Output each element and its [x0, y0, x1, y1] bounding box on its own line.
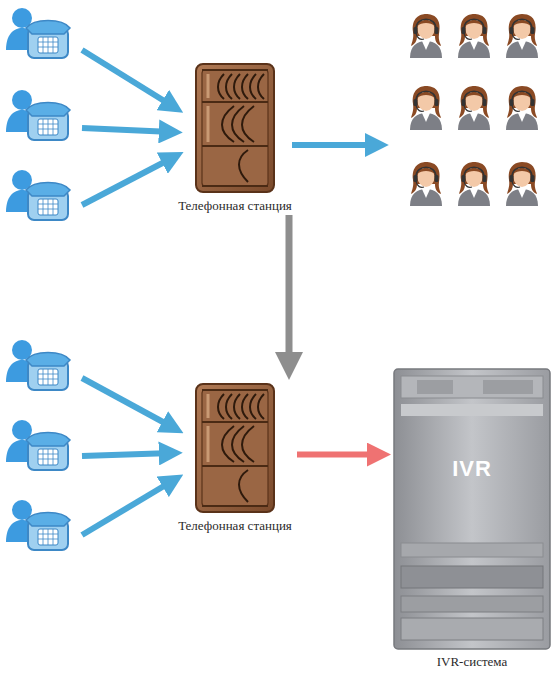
exchange-node: Телефонная станция: [175, 62, 295, 213]
flow-arrow: [286, 215, 293, 367]
ivr-label: IVR-система: [393, 654, 551, 669]
ivr-server: [393, 368, 551, 650]
station-label: Телефонная станция: [175, 518, 295, 533]
ivr-node: IVR IVR-система: [393, 368, 551, 669]
switch-cabinet: [194, 382, 276, 514]
ivr-title: IVR: [393, 456, 551, 482]
exchange-node: Телефонная станция: [175, 382, 295, 533]
switch-cabinet: [194, 62, 276, 194]
flow-arrow: [297, 452, 380, 458]
ivr-body: IVR: [393, 368, 551, 650]
station-label: Телефонная станция: [175, 198, 295, 213]
